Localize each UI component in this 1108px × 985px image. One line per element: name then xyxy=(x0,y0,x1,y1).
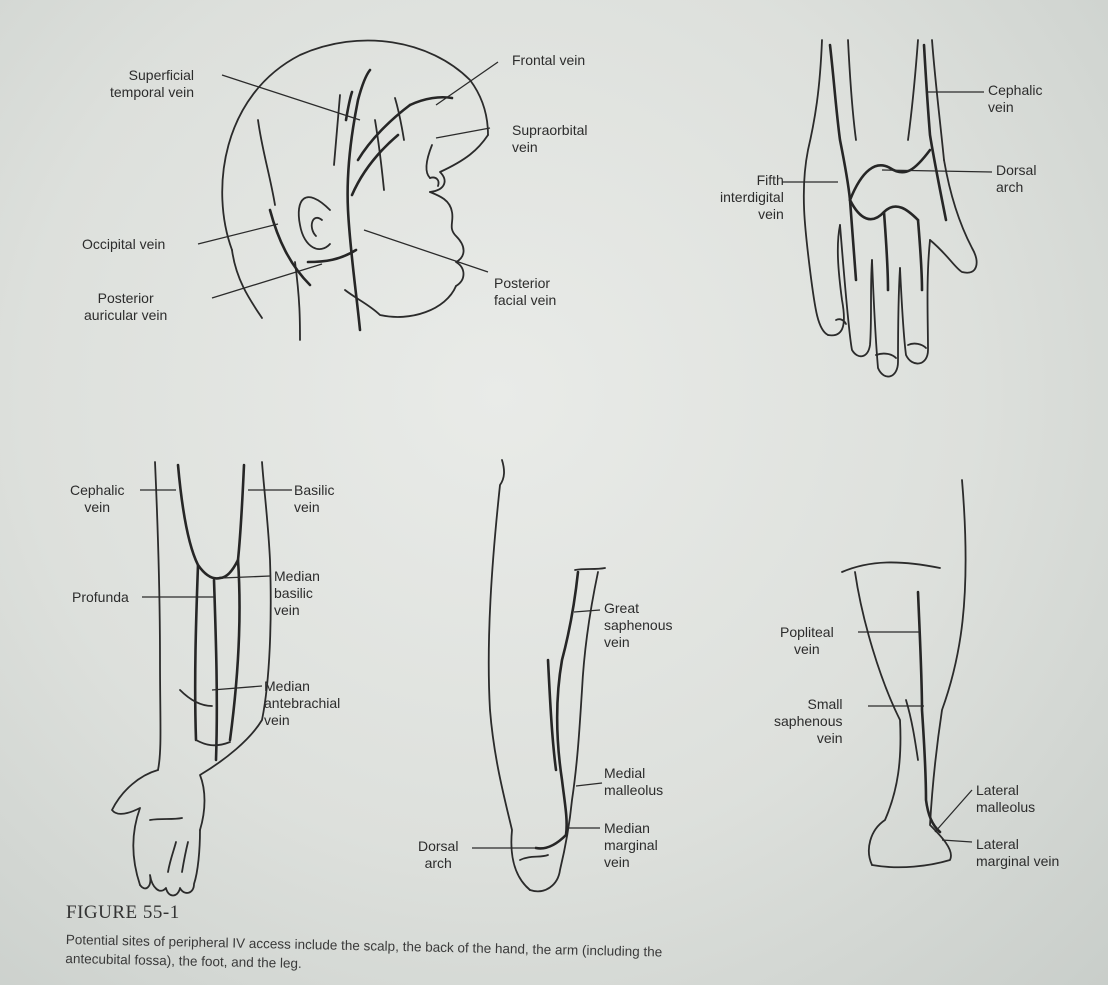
label-lateral-malleolus: Lateral malleolus xyxy=(976,782,1035,816)
label-line: Basilic xyxy=(294,482,334,499)
label-hand-dorsal-arch: Dorsal arch xyxy=(996,162,1036,196)
label-fifth-interdigital-vein: Fifth interdigital vein xyxy=(720,172,784,223)
label-popliteal-vein: Popliteal vein xyxy=(780,624,834,658)
label-line: vein xyxy=(70,499,124,516)
label-line: interdigital xyxy=(720,189,784,206)
label-great-saphenous-vein: Great saphenous vein xyxy=(604,600,673,651)
label-line: vein xyxy=(988,99,1042,116)
label-line: Dorsal xyxy=(418,838,458,855)
label-profunda: Profunda xyxy=(72,589,129,606)
label-line: Small xyxy=(774,696,843,713)
label-arm-cephalic-vein: Cephalic vein xyxy=(70,482,124,516)
label-line: vein xyxy=(512,139,588,156)
label-line: saphenous xyxy=(774,713,843,730)
label-line: Cephalic xyxy=(988,82,1042,99)
label-line: vein xyxy=(264,712,340,729)
label-line: facial vein xyxy=(494,292,556,309)
label-foot-dorsal-arch: Dorsal arch xyxy=(418,838,458,872)
label-median-basilic-vein: Median basilic vein xyxy=(274,568,320,619)
lower-leg-drawing xyxy=(842,480,966,867)
label-line: arch xyxy=(418,855,458,872)
figure-number: FIGURE 55-1 xyxy=(66,902,180,924)
label-line: Posterior xyxy=(84,290,167,307)
label-line: Superficial xyxy=(110,67,194,84)
label-line: vein xyxy=(294,499,334,516)
label-line: marginal xyxy=(604,837,658,854)
label-supraorbital-vein: Supraorbital vein xyxy=(512,122,588,156)
infant-head-drawing xyxy=(222,40,488,340)
label-line: Supraorbital xyxy=(512,122,588,139)
label-line: antebrachial xyxy=(264,695,340,712)
label-line: Lateral xyxy=(976,836,1059,853)
hand-dorsum-drawing xyxy=(804,40,977,377)
label-line: Popliteal xyxy=(780,624,834,641)
label-line: vein xyxy=(604,854,658,871)
label-line: Fifth xyxy=(720,172,784,189)
foot-drawing xyxy=(489,460,605,891)
label-line: vein xyxy=(774,730,843,747)
label-line: malleolus xyxy=(976,799,1035,816)
label-line: vein xyxy=(604,634,673,651)
label-line: Median xyxy=(264,678,340,695)
label-line: Median xyxy=(274,568,320,585)
label-lateral-marginal-vein: Lateral marginal vein xyxy=(976,836,1059,870)
label-occipital-vein: Occipital vein xyxy=(82,236,165,253)
label-median-marginal-vein: Median marginal vein xyxy=(604,820,658,871)
label-arm-basilic-vein: Basilic vein xyxy=(294,482,334,516)
label-line: arch xyxy=(996,179,1036,196)
label-median-antebrachial-vein: Median antebrachial vein xyxy=(264,678,340,729)
label-line: marginal vein xyxy=(976,853,1059,870)
label-line: vein xyxy=(780,641,834,658)
leader-lines xyxy=(140,62,992,848)
label-line: Median xyxy=(604,820,658,837)
label-small-saphenous-vein: Small saphenous vein xyxy=(774,696,843,747)
label-line: auricular vein xyxy=(84,307,167,324)
label-line: malleolus xyxy=(604,782,663,799)
label-line: vein xyxy=(274,602,320,619)
label-hand-cephalic-vein: Cephalic vein xyxy=(988,82,1042,116)
label-line: Lateral xyxy=(976,782,1035,799)
label-line: Medial xyxy=(604,765,663,782)
label-line: saphenous xyxy=(604,617,673,634)
label-superficial-temporal-vein: Superficial temporal vein xyxy=(110,67,194,101)
label-line: Great xyxy=(604,600,673,617)
forearm-drawing xyxy=(112,462,271,896)
label-line: Cephalic xyxy=(70,482,124,499)
label-line: basilic xyxy=(274,585,320,602)
label-line: Posterior xyxy=(494,275,556,292)
label-medial-malleolus: Medial malleolus xyxy=(604,765,663,799)
label-line: temporal vein xyxy=(110,84,194,101)
label-posterior-auricular-vein: Posterior auricular vein xyxy=(84,290,167,324)
label-posterior-facial-vein: Posterior facial vein xyxy=(494,275,556,309)
label-frontal-vein: Frontal vein xyxy=(512,52,585,69)
label-line: vein xyxy=(720,206,784,223)
label-line: Dorsal xyxy=(996,162,1036,179)
